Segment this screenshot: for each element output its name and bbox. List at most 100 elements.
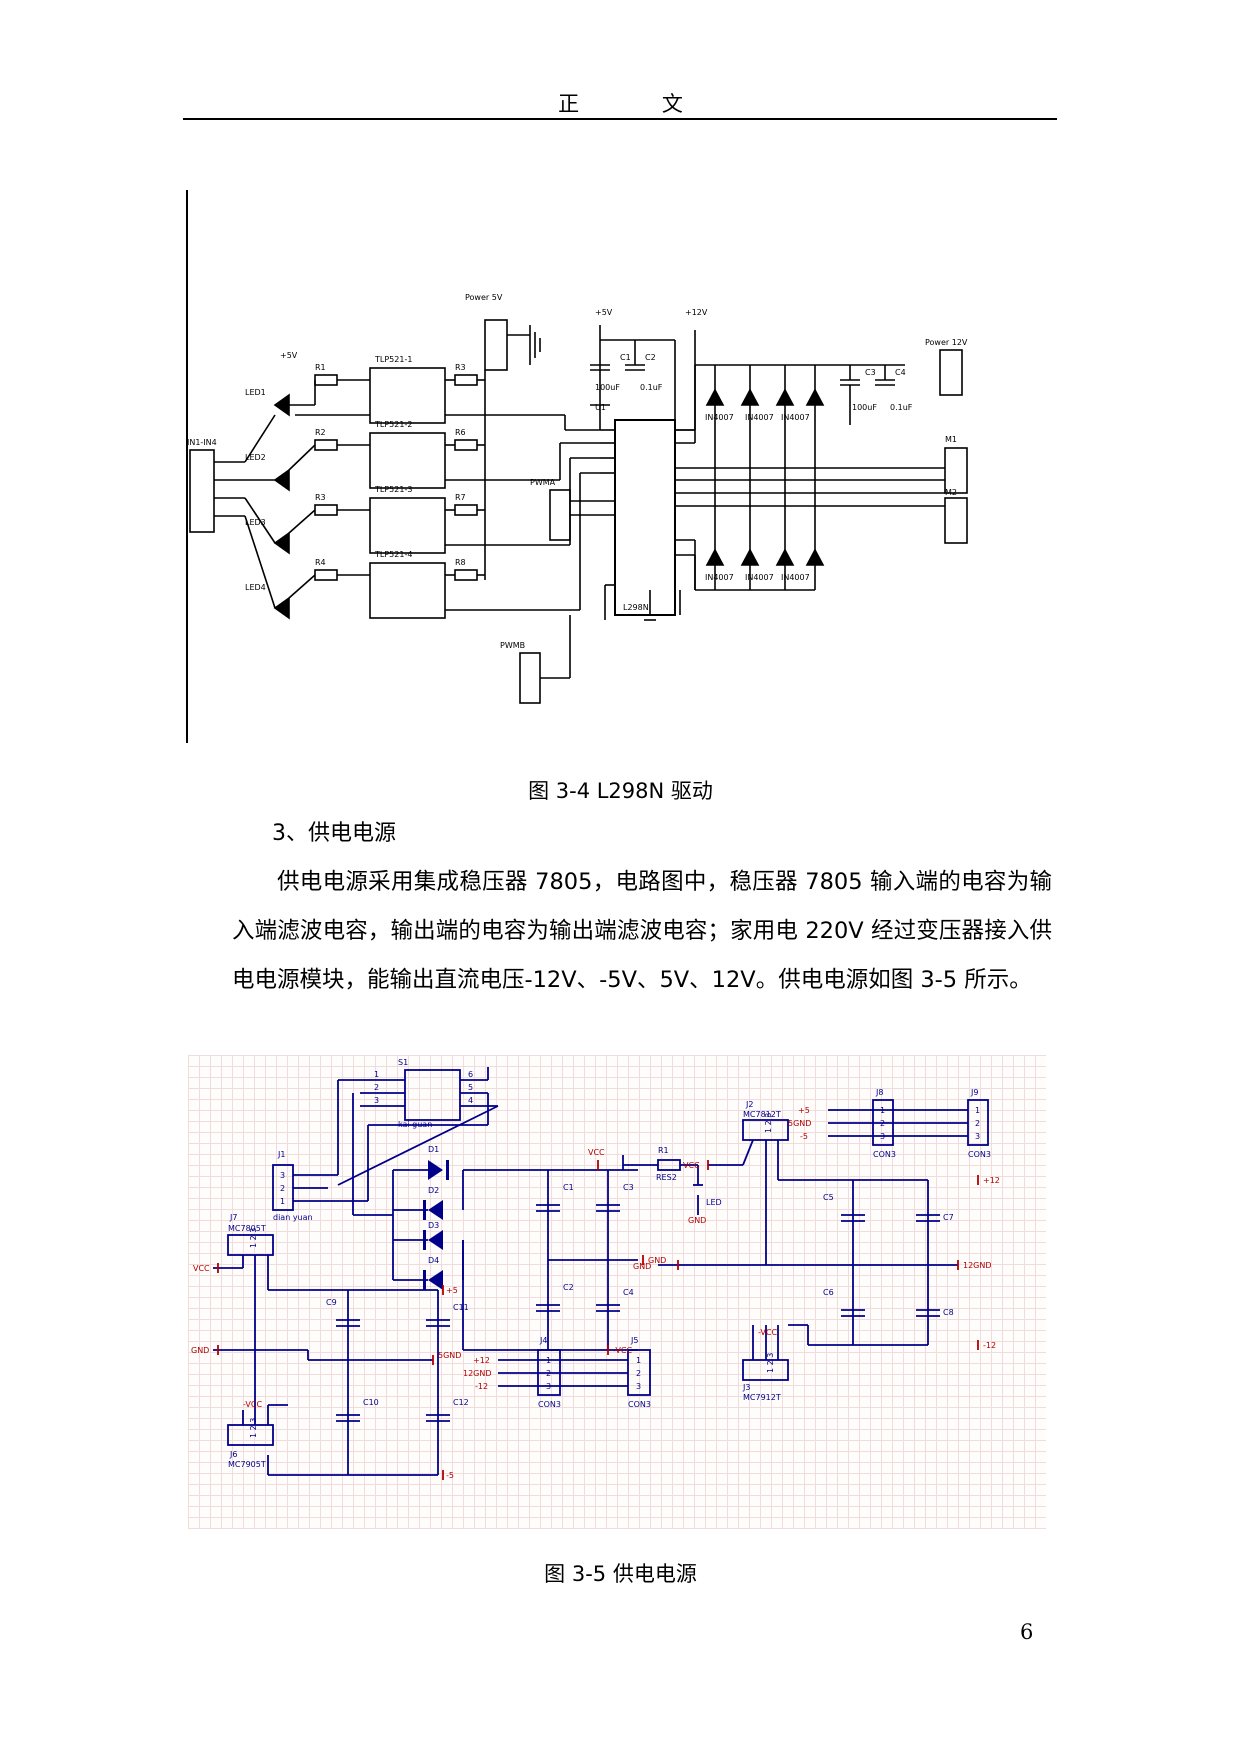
pwma-connector [549,489,571,541]
label-r3-left: R3 [315,493,326,502]
bridge-diode-d2 [428,1200,443,1220]
label-gnd-led: GND [688,1216,706,1225]
label-led4: LED4 [245,583,266,592]
motor-m2-connector [944,497,968,544]
label-j8-pin3: 3 [880,1132,885,1141]
label-r1-power: R1 [658,1146,669,1155]
label-c8: C8 [943,1308,954,1317]
label-mc7905: MC7905T [228,1460,266,1469]
label-j4-plus12: +12 [473,1356,490,1365]
label-s1-pin2: 2 [374,1083,379,1092]
label-j5: J5 [630,1336,638,1345]
label-pwmb: PWMB [500,641,525,650]
label-j4-con3: CON3 [538,1400,561,1409]
label-j2: J2 [745,1100,753,1109]
label-r6: R6 [455,428,466,437]
label-d7-part: IN4007 [781,573,810,582]
label-c3: C3 [865,368,876,377]
label-c4-power: C4 [623,1288,634,1297]
label-12gnd-out: 12GND [963,1261,992,1270]
label-j7: J7 [229,1213,237,1222]
label-c4: C4 [895,368,906,377]
label-gnd-left-12: GND [633,1262,651,1271]
label-j4-12gnd: 12GND [463,1369,492,1378]
label-led-power: LED [706,1198,722,1207]
bridge-diode-d4 [428,1270,443,1290]
label-c1-power: C1 [563,1183,574,1192]
label-12v-chip: +12V [685,308,708,317]
label-j6: J6 [229,1450,237,1459]
diode-d4 [805,388,825,406]
label-j8-5gnd: 5GND [788,1119,811,1128]
label-j5-pin1: 1 [636,1356,641,1365]
label-r8: R8 [455,558,466,567]
label-c3-power: C3 [623,1183,634,1192]
regulator-j6-mc7905 [227,1424,274,1446]
motor-m1-connector [944,447,968,494]
resistor-r1-power [657,1159,681,1171]
label-j3-pins: 1 2 3 [766,1353,775,1373]
label-5v-chip: +5V [595,308,613,317]
label-j5-pin3: 3 [636,1382,641,1391]
diode-d1 [705,388,725,406]
label-j9: J9 [970,1088,978,1097]
label-nvcc-bridge: -VCC [613,1346,632,1355]
pwmb-connector [519,652,541,704]
figure-3-5-caption: 图 3-5 供电电源 [544,1562,697,1586]
label-bridge-d1: D1 [428,1145,439,1154]
label-vcc-r1: VCC [683,1161,700,1170]
label-s1-pin5: 5 [468,1083,473,1092]
label-dianyuan: dian yuan [273,1213,313,1222]
label-j8-plus5: +5 [798,1106,810,1115]
label-j1: J1 [277,1150,285,1159]
section-heading: 3、供电电源 [272,821,396,846]
label-j7-pins: 1 2 3 [249,1228,258,1248]
diode-d7 [775,548,795,566]
label-s1: S1 [398,1058,408,1067]
label-c2: C2 [645,353,656,362]
label-c3-value: 100uF [852,403,877,412]
label-opto-1: TLP521-1 [374,355,412,364]
label-j9-pin2: 2 [975,1119,980,1128]
label-in-connector: IN1-IN4 [187,438,217,447]
label-d5-part: IN4007 [705,573,734,582]
label-c10: C10 [363,1398,379,1407]
label-r2: R2 [315,428,326,437]
label-j1-pin2: 2 [280,1184,285,1193]
label-j9-pin1: 1 [975,1106,980,1115]
regulator-j7-mc7805 [227,1234,274,1256]
label-r4: R4 [315,558,326,567]
label-c1-value: 100uF [595,383,620,392]
label-j4: J4 [539,1336,547,1345]
resistor-r1 [314,374,338,386]
switch-s1 [404,1069,461,1121]
label-bridge-d4: D4 [428,1256,439,1265]
label-plus12-out: +12 [983,1176,1000,1185]
label-bridge-d2: D2 [428,1186,439,1195]
diode-d3 [775,388,795,406]
label-r1: R1 [315,363,326,372]
label-power-12v: Power 12V [925,338,968,347]
bridge-diode-d3 [428,1230,443,1250]
label-j8: J8 [875,1088,883,1097]
label-nvcc-j6: -VCC [243,1400,262,1409]
power-12v-connector [939,349,963,396]
label-j4-pin1: 1 [546,1356,551,1365]
power-5v-connector [484,319,508,371]
label-res2: RES2 [656,1173,677,1182]
label-j1-pin3: 3 [280,1171,285,1180]
label-minus5-out: -5 [446,1471,454,1480]
label-5v-left: +5V [280,351,298,360]
label-j4-pin2: 2 [546,1369,551,1378]
diode-d2 [740,388,760,406]
label-s1-pin6: 6 [468,1070,473,1079]
label-power-5v: Power 5V [465,293,503,302]
label-mc7805: MC7805T [228,1224,266,1233]
figure-3-5-power-schematic: S1 kai guan J1 dian yuan D1 D2 D3 D4 R1 … [191,1058,1000,1480]
label-d1-part: IN4007 [705,413,734,422]
header-rule [183,118,1057,120]
page-number: 6 [1020,1620,1034,1644]
label-c6: C6 [823,1288,834,1297]
label-m1: M1 [945,435,957,444]
channel-4 [273,472,600,620]
